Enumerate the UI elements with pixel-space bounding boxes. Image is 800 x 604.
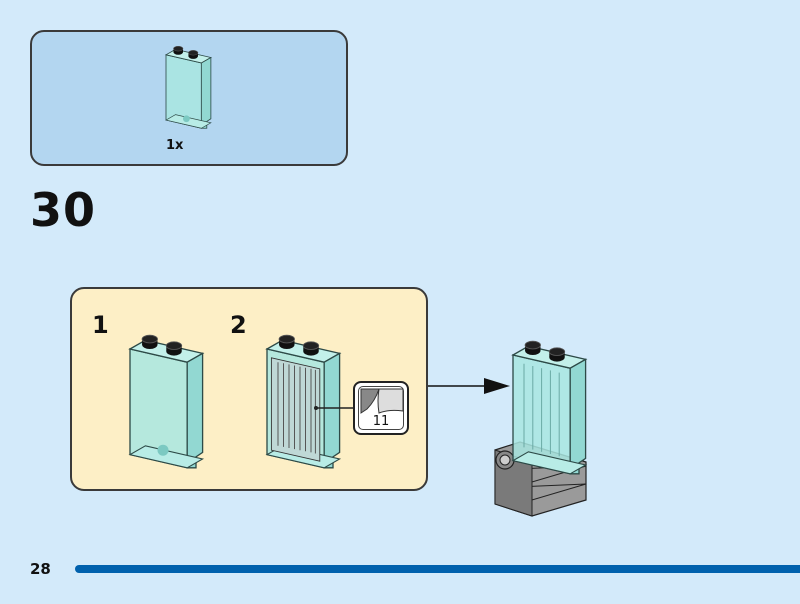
substep-2-panel-image (266, 334, 341, 469)
arrow-icon (428, 378, 510, 394)
page-number: 28 (30, 560, 51, 578)
sticker-peel-icon (360, 388, 404, 414)
assembled-model-image (494, 340, 587, 517)
sticker-number: 11 (372, 414, 390, 429)
sticker-callout: 11 (353, 381, 409, 435)
footer-accent-bar (75, 565, 800, 573)
part-image-panel (165, 45, 212, 129)
substep-number-1: 1 (92, 311, 109, 339)
substep-1-panel-image (129, 334, 204, 469)
step-number: 30 (30, 183, 97, 237)
part-quantity: 1x (166, 138, 184, 153)
substep-number-2: 2 (230, 311, 247, 339)
